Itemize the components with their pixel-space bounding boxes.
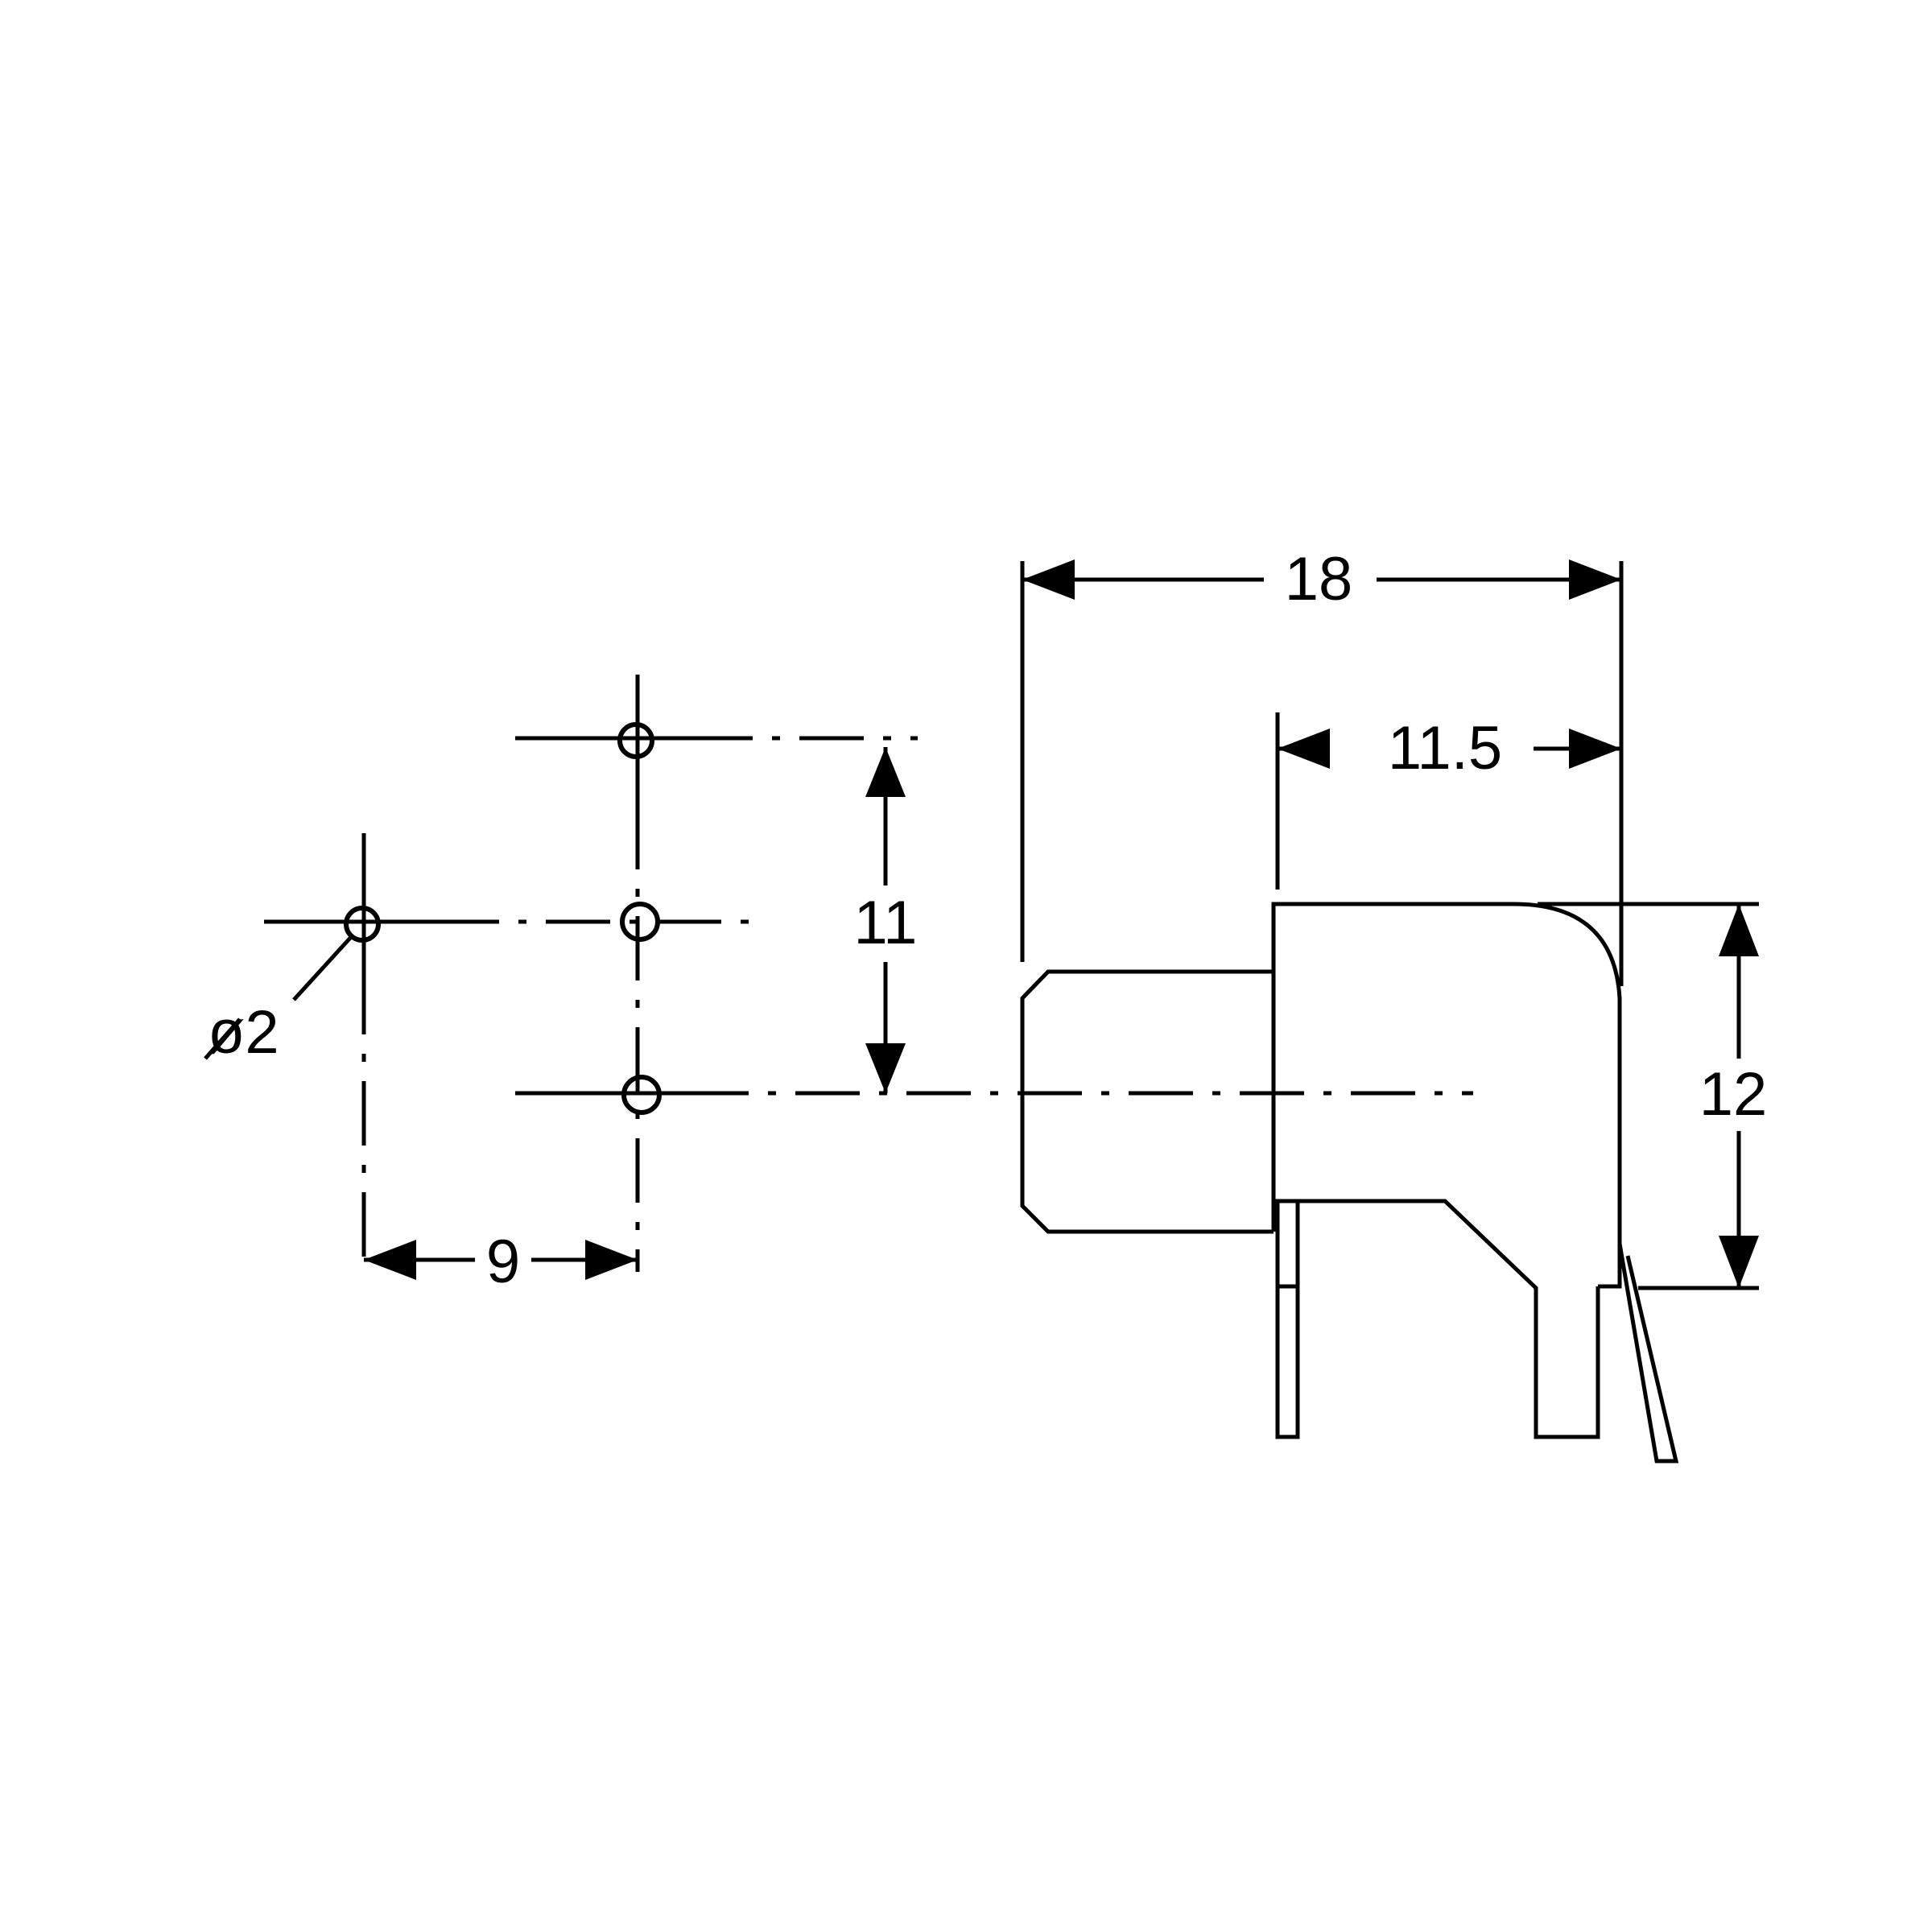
dim-9-arrow-right [585, 1240, 638, 1280]
dim-11-5-arrow-left [1278, 729, 1330, 769]
diameter-leader [292, 935, 353, 1001]
diameter-leader-tail [204, 1018, 242, 1060]
connector-housing [1271, 902, 1622, 1289]
overall-length-label: 18 [1285, 545, 1353, 613]
hole-diameter-label: ø2 [208, 998, 279, 1067]
front-pin [1275, 1199, 1300, 1439]
side-view: 18 11.5 12 [1020, 545, 1768, 1463]
body-height-label: 12 [1699, 1060, 1768, 1129]
dim-11-arrow-bottom [865, 1043, 906, 1093]
pin-hole-top [617, 722, 654, 759]
footprint-view: ø2 9 11 [204, 675, 1473, 1296]
dim-11-arrow-top [865, 747, 906, 797]
dim-11-5-arrow-right [1569, 729, 1621, 769]
dim-12-arrow-bottom [1719, 1236, 1759, 1288]
pitch-y-label: 11 [854, 889, 918, 957]
connector-nose [1020, 969, 1274, 1234]
body-length-label: 11.5 [1388, 714, 1502, 782]
dim-18-arrow-right [1569, 559, 1621, 600]
housing-lower-edge [1298, 1199, 1600, 1439]
pin-hole-left [344, 906, 381, 943]
pitch-x-label: 9 [486, 1228, 520, 1296]
dim-9-arrow-left [364, 1240, 416, 1280]
dim-12-arrow-top [1719, 904, 1759, 956]
dim-18-arrow-left [1022, 559, 1075, 600]
pin-hole-bottom [621, 1075, 662, 1115]
rear-solder-tail [1617, 1243, 1679, 1463]
pin-hole-mid [620, 902, 660, 942]
